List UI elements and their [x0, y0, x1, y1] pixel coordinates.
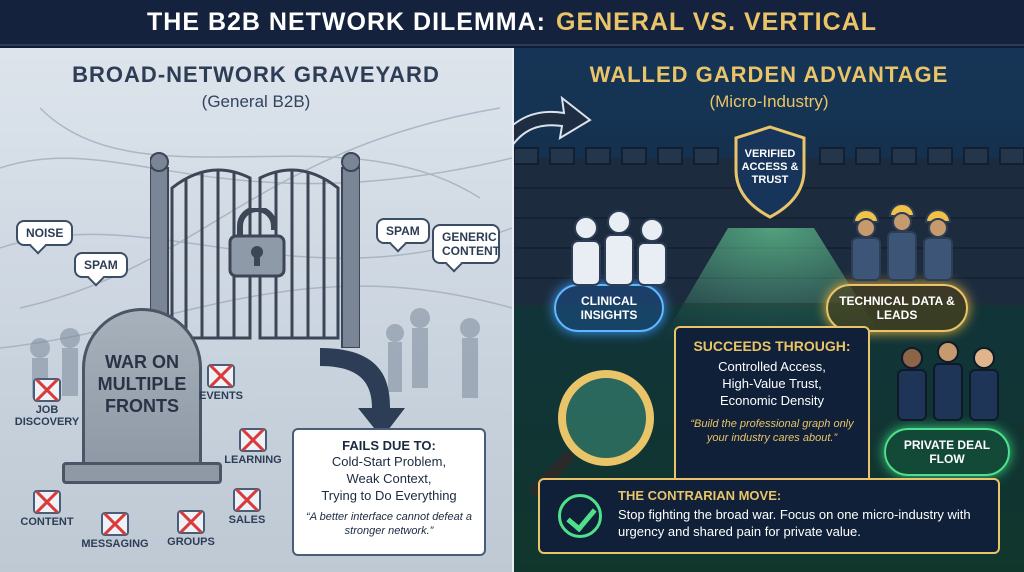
workers-group-icon	[851, 204, 953, 281]
right-heading: WALLED GARDEN ADVANTAGE	[589, 62, 949, 87]
checkmark-icon	[558, 494, 602, 538]
crossed-content: CONTENT	[2, 490, 92, 528]
crossed-calendar-icon	[207, 364, 235, 388]
clinical-insights-label: CLINICAL INSIGHTS	[554, 284, 664, 332]
crossed-item-label: SALES	[228, 514, 266, 526]
tombstone-base	[62, 462, 222, 484]
page-title: THE B2B NETWORK DILEMMA: GENERAL VS. VER…	[0, 0, 1024, 46]
fails-quote: “A better interface cannot defeat a stro…	[306, 511, 472, 537]
succeeds-quote: “Build the professional graph only your …	[690, 418, 854, 444]
crossed-item-label: JOB DISCOVERY	[14, 404, 80, 428]
contrarian-title: THE CONTRARIAN MOVE:	[618, 488, 782, 503]
right-subheading: (Micro-Industry)	[709, 92, 829, 111]
technical-data-label: TECHNICAL DATA & LEADS	[826, 284, 968, 332]
crossed-handshake-icon	[233, 488, 261, 512]
fails-due-to-box: FAILS DUE TO: Cold-Start Problem, Weak C…	[292, 428, 486, 556]
businessmen-group-icon	[897, 341, 999, 421]
crossed-document-icon	[33, 490, 61, 514]
locked-gate-illustration	[150, 152, 360, 348]
crossed-item-label: MESSAGING	[81, 538, 149, 550]
verified-access-label: VERIFIED ACCESS & TRUST	[741, 148, 799, 186]
succeeds-reason: Controlled Access,	[718, 359, 826, 374]
fails-reason: Trying to Do Everything	[321, 488, 457, 503]
title-part-vertical: GENERAL VS. VERTICAL	[556, 7, 877, 36]
title-part-general: THE B2B NETWORK DILEMMA:	[147, 7, 546, 36]
succeeds-through-box: SUCCEEDS THROUGH: Controlled Access, Hig…	[674, 326, 870, 498]
crossed-item-label: EVENTS	[198, 390, 243, 402]
crossed-events: EVENTS	[176, 364, 266, 402]
spam-bubble-right: SPAM	[376, 218, 430, 244]
contrarian-text: Stop fighting the broad war. Focus on on…	[618, 507, 971, 539]
succeeds-reason: Economic Density	[719, 393, 825, 408]
crossed-item-label: CONTENT	[20, 516, 74, 528]
panel-divider	[512, 48, 514, 572]
crossed-people-icon	[177, 510, 205, 534]
fails-title: FAILS DUE TO:	[342, 438, 436, 453]
crossed-sales: SALES	[202, 488, 292, 526]
left-heading: BROAD-NETWORK GRAVEYARD	[72, 62, 440, 87]
left-subheading: (General B2B)	[201, 92, 311, 111]
generic-content-bubble: GENERIC CONTENT	[432, 224, 500, 264]
contrarian-move-box: THE CONTRARIAN MOVE: Stop fighting the b…	[538, 478, 1000, 554]
magnifying-glass-icon	[530, 370, 654, 496]
tangled-lines-background	[0, 107, 512, 398]
crossed-messaging: MESSAGING	[70, 512, 160, 550]
noise-bubble: NOISE	[16, 220, 74, 246]
crossed-briefcase-icon	[33, 378, 61, 402]
left-panel-general-b2b: BROAD-NETWORK GRAVEYARD (General B2B) NO…	[0, 48, 512, 572]
padlock-icon	[228, 208, 286, 278]
right-panel-vertical: WALLED GARDEN ADVANTAGE (Micro-Industry)…	[514, 48, 1024, 572]
fails-reason: Weak Context,	[346, 471, 432, 486]
crossed-learning: LEARNING	[208, 428, 298, 466]
shield-icon	[734, 125, 806, 219]
crossed-item-label: GROUPS	[167, 536, 215, 548]
crossed-envelope-icon	[101, 512, 129, 536]
spam-bubble-left: SPAM	[74, 252, 128, 278]
succeeds-reason: High-Value Trust,	[722, 376, 822, 391]
crossed-groups: GROUPS	[146, 510, 236, 548]
tombstone: WAR ON MULTIPLE FRONTS	[82, 308, 202, 468]
private-deal-flow-label: PRIVATE DEAL FLOW	[884, 428, 1010, 476]
crossed-book-icon	[239, 428, 267, 452]
fails-reason: Cold-Start Problem,	[331, 454, 447, 469]
curved-arrow-icon	[514, 95, 592, 145]
crossed-job-discovery: JOB DISCOVERY	[2, 378, 92, 428]
crossed-item-label: LEARNING	[224, 454, 282, 466]
down-arrow-icon	[320, 348, 405, 438]
doctors-group-icon	[571, 210, 667, 286]
succeeds-title: SUCCEEDS THROUGH:	[693, 338, 851, 354]
